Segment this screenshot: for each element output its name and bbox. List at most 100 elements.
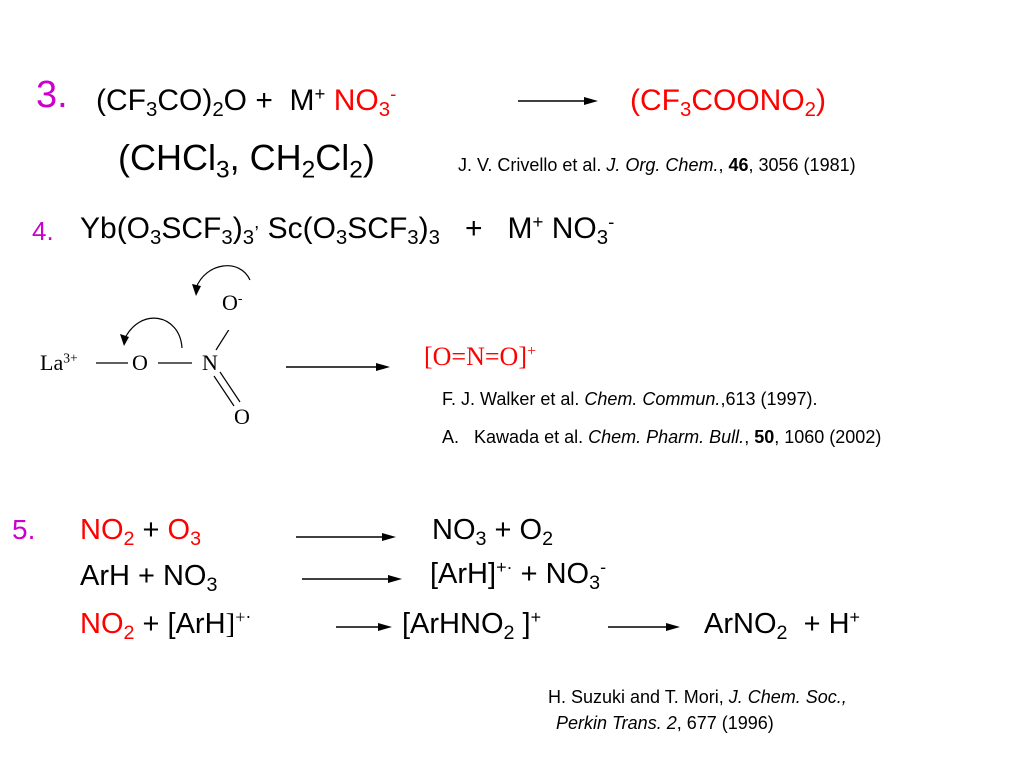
subscript: 3 [475, 527, 487, 550]
subscript: 3 [215, 156, 230, 184]
text: NO [80, 514, 124, 546]
nitrogen-dioxide-red: NO2 [80, 514, 134, 549]
text: 50 [754, 427, 775, 447]
text: ,613 (1997). [720, 389, 818, 409]
double-bonded-oxygen: O [234, 404, 250, 429]
text: M [289, 84, 315, 117]
reference-crivello: J. V. Crivello et al. J. Org. Chem., 46,… [458, 156, 856, 174]
superscript: - [600, 557, 607, 578]
text: F. J. Walker et al. [442, 389, 580, 409]
text: H. Suzuki and T. Mori, [548, 687, 724, 707]
text: Cl [315, 137, 350, 178]
text: + [464, 212, 483, 245]
text: , [718, 155, 724, 175]
text: [O=N=O] [424, 342, 527, 371]
text: ) [232, 212, 243, 245]
text: ) [418, 212, 429, 245]
reference-kawada: A. Kawada et al. Chem. Pharm. Bull., 50,… [442, 428, 881, 446]
subscript: 2 [776, 621, 788, 644]
ozone-red: O3 [167, 514, 202, 549]
anionic-oxygen: O- [222, 290, 243, 315]
text: (CHCl [118, 137, 216, 178]
item-5-number: 5. [12, 514, 36, 545]
subscript: 3 [407, 227, 419, 250]
text: ) [816, 84, 827, 117]
superscript: + [849, 607, 861, 628]
subscript: 3 [378, 99, 391, 122]
nitronium-ion: [O=N=O]+ [424, 344, 536, 370]
item-5-line-2-reactants: ArH + NO3 [80, 560, 217, 595]
text: , 3056 (1981) [748, 155, 856, 175]
item-3-reactants: (CF 3 CO)2O + M+ NO3- [96, 82, 397, 120]
text: O + [223, 84, 273, 117]
item-5-line-3-intermediate: [ArHNO2 ]+ [402, 608, 541, 643]
text: + O [494, 514, 543, 546]
text: J. Org. Chem. [606, 155, 719, 175]
nitrate-red: NO3- [333, 82, 397, 120]
subscript: 3 [596, 227, 609, 250]
subscript: 2 [123, 527, 135, 550]
superscript: - [237, 290, 243, 306]
text: , 1060 (2002) [774, 427, 882, 447]
superscript: + [526, 343, 537, 361]
text: , 677 (1996) [676, 713, 774, 733]
text: , CH [229, 137, 302, 178]
reaction-arrow-5-1 [296, 533, 396, 541]
subscript: 3 [206, 573, 218, 596]
reference-walker: F. J. Walker et al. Chem. Commun.,613 (1… [442, 390, 818, 408]
list-marker: A. [442, 427, 460, 447]
text: CO) [157, 84, 213, 117]
subscript: 2 [503, 621, 515, 644]
text: O [167, 514, 191, 546]
text: + NO [520, 558, 590, 590]
text: (CF [630, 84, 680, 117]
item-5-line-1-products: NO3 + O2 [432, 514, 553, 549]
text: NO [333, 84, 379, 117]
superscript: + [532, 210, 544, 232]
text: COONO [691, 84, 805, 117]
item-5-line-1-reactants: NO2 + O3 [80, 514, 202, 549]
subscript: 2 [542, 527, 554, 550]
nitrogen-atom: N [202, 350, 218, 375]
item-5-line-2-products: [ArH]+· + NO3- [430, 557, 607, 593]
text: Yb(O [80, 212, 151, 245]
lanthanum-ion: La3+ [40, 350, 78, 375]
superscript: - [390, 82, 397, 104]
text: La [40, 350, 64, 375]
text: + [142, 608, 160, 640]
subscript: 2 [349, 156, 363, 184]
text: [ArH] [430, 558, 497, 590]
item-3-number: 3. [36, 74, 68, 116]
superscript: 3+ [63, 350, 78, 366]
text: + [142, 514, 160, 546]
text: , [744, 427, 750, 447]
text: ArNO [704, 608, 777, 640]
subscript: 2 [212, 99, 224, 122]
item-3-solvent: (CHCl3, CH2Cl2) [118, 137, 375, 183]
text: SCF [161, 212, 222, 245]
text: (CF [96, 84, 146, 117]
text: O [222, 290, 238, 315]
text: ArH + NO [80, 560, 207, 592]
text: Kawada et al. [474, 427, 584, 447]
subscript: 3 [589, 571, 601, 594]
subscript: 3 [335, 227, 348, 250]
subscript: 2 [804, 99, 817, 122]
subscript: 2 [301, 156, 316, 184]
subscript: 3 [242, 227, 255, 250]
reaction-arrow-5-3a [336, 623, 392, 631]
subscript: 3 [428, 227, 440, 250]
superscript: - [608, 210, 615, 232]
text: 46 [728, 155, 749, 175]
reaction-arrow-3 [518, 97, 598, 105]
text: Chem. Commun. [584, 389, 721, 409]
subscript: 3 [221, 227, 233, 250]
mechanism-bonds [96, 330, 241, 407]
text: Sc(O [267, 212, 336, 245]
bridging-oxygen: O [132, 350, 148, 375]
text: NO [432, 514, 476, 546]
text: M [507, 212, 533, 245]
text: NO [551, 212, 597, 245]
superscript: + [314, 82, 326, 104]
text: J. V. Crivello et al. [458, 155, 602, 175]
